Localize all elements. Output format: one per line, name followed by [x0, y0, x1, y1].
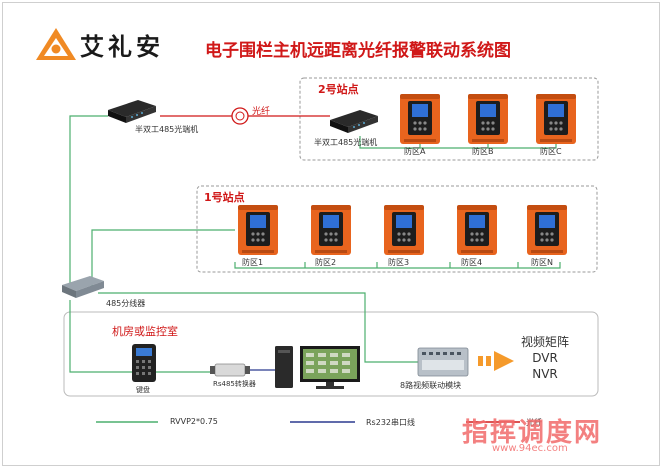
- fiber-label: 光纤: [252, 107, 271, 117]
- fiber-coil-icon: [231, 107, 249, 125]
- converter-icon: [210, 363, 250, 377]
- diagram-frame: [2, 2, 660, 466]
- zone-n-label: 防区N: [531, 258, 553, 267]
- converter-label: Rs485转换器: [213, 380, 256, 388]
- host-zone-c-icon: [536, 94, 576, 144]
- host-zone-2-icon: [311, 205, 351, 255]
- splitter-label: 485分线器: [106, 299, 146, 308]
- legend-blue-label: Rs232串口线: [366, 418, 415, 427]
- output-devices: 视频矩阵 DVR NVR: [515, 334, 575, 382]
- host-zone-1-icon: [238, 205, 278, 255]
- output-line2: DVR: [532, 351, 558, 365]
- brand-logo-icon: [36, 28, 76, 60]
- station2-label: 2号站点: [318, 83, 359, 96]
- output-line1: 视频矩阵: [520, 335, 569, 349]
- splitter-icon: [62, 276, 104, 298]
- output-arrow-icon: [478, 351, 514, 371]
- watermark-main: 指挥调度网: [462, 418, 603, 448]
- transceiver-left-icon: [108, 100, 156, 123]
- station1-box: [196, 185, 598, 273]
- video-module-icon: [417, 347, 469, 377]
- legend-green-label: RVVP2*0.75: [170, 417, 218, 426]
- computer-icon: [275, 346, 360, 389]
- host-zone-3-icon: [384, 205, 424, 255]
- zone-3-label: 防区3: [388, 258, 410, 267]
- brand-name: 艾礼安: [80, 33, 164, 61]
- zone-2-label: 防区2: [315, 258, 337, 267]
- transceiver-left-label: 半双工485光端机: [135, 125, 199, 134]
- transceiver-right-label: 半双工485光端机: [314, 138, 378, 147]
- host-zone-a-icon: [400, 94, 440, 144]
- zone-1-label: 防区1: [242, 258, 264, 267]
- control-room-label: 机房或监控室: [112, 325, 178, 338]
- zone-a-label: 防区A: [404, 147, 426, 156]
- keyboard-icon: [132, 344, 156, 382]
- watermark-url: www.94ec.com: [492, 443, 568, 454]
- host-zone-4-icon: [457, 205, 497, 255]
- keyboard-label: 键盘: [136, 386, 150, 394]
- zone-c-label: 防区C: [540, 147, 562, 156]
- zone-4-label: 防区4: [461, 258, 483, 267]
- transceiver-right-icon: [330, 110, 378, 133]
- output-line3: NVR: [532, 367, 558, 381]
- station1-label: 1号站点: [204, 191, 245, 204]
- host-zone-b-icon: [468, 94, 508, 144]
- station2-box: [299, 77, 599, 161]
- video-module-label: 8路视频联动模块: [400, 381, 462, 390]
- diagram-title: 电子围栏主机远距离光纤报警联动系统图: [205, 41, 511, 61]
- host-zone-n-icon: [527, 205, 567, 255]
- zone-b-label: 防区B: [472, 147, 494, 156]
- legend-red-label: 光纤: [526, 418, 542, 427]
- control-room-box: [63, 311, 599, 397]
